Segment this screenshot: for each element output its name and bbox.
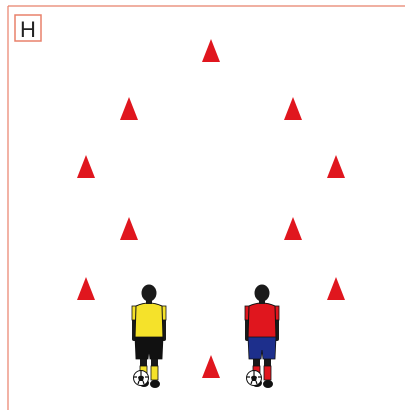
cone-lower-far-right-icon xyxy=(327,277,345,300)
drill-label-text: H xyxy=(20,17,36,42)
player-red xyxy=(245,285,279,389)
player-red-sock-right xyxy=(264,366,271,380)
player-red-shirt xyxy=(248,303,276,338)
player-yellow-shirt xyxy=(135,303,163,338)
player-yellow-sock-right xyxy=(151,366,158,380)
cone-top-icon xyxy=(202,39,220,62)
player-yellow-head xyxy=(142,285,157,302)
cone-mid-far-left-icon xyxy=(77,155,95,178)
player-red-ball-icon xyxy=(247,371,262,386)
cones xyxy=(77,39,345,378)
cone-mid-left-icon xyxy=(120,217,138,240)
cone-upper-left-icon xyxy=(120,97,138,120)
player-red-head xyxy=(255,285,270,302)
cone-lower-far-left-icon xyxy=(77,277,95,300)
cone-mid-right-icon xyxy=(284,217,302,240)
cone-mid-far-right-icon xyxy=(327,155,345,178)
player-yellow-shorts xyxy=(135,337,163,359)
cone-upper-right-icon xyxy=(284,97,302,120)
player-yellow xyxy=(132,285,166,389)
player-red-shorts xyxy=(248,337,276,359)
player-yellow-ball-icon xyxy=(134,371,149,386)
drill-label: H xyxy=(15,15,41,42)
cone-bottom-icon xyxy=(202,355,220,378)
